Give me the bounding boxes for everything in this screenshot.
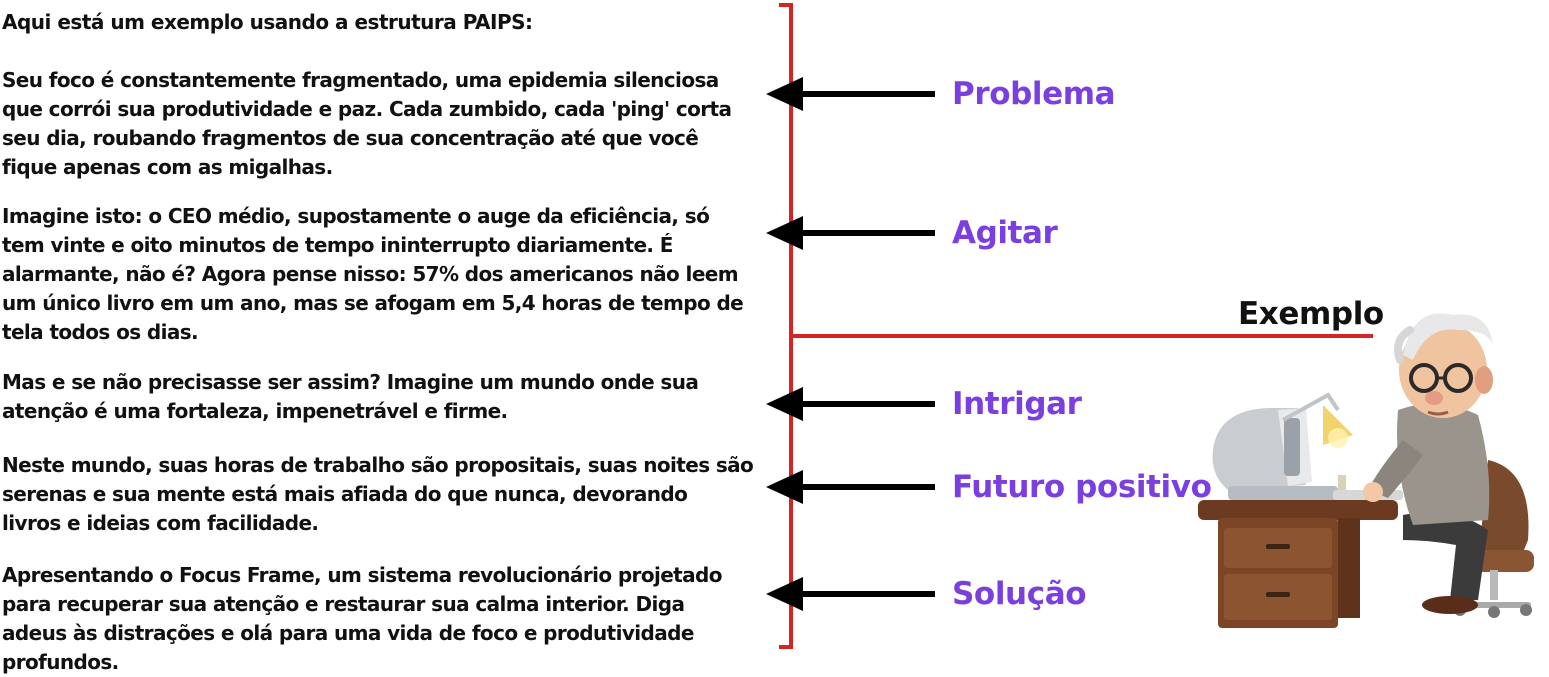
paragraph-intrigar: Mas e se não precisasse ser assim? Imagi… <box>2 368 699 426</box>
paragraph-line: serenas e sua mente está mais afiada do … <box>2 482 688 506</box>
intro-text: Aqui está um exemplo usando a estrutura … <box>2 10 533 34</box>
elderly-man-at-computer-illustration <box>1198 313 1534 628</box>
paragraph-line: Seu foco é constantemente fragmentado, u… <box>2 68 719 92</box>
computer-monitor <box>1212 408 1346 500</box>
paragraph-line: Neste mundo, suas horas de trabalho são … <box>2 453 754 477</box>
paragraph-line: tela todos os dias. <box>2 320 199 344</box>
left-arrow-icon <box>766 216 935 250</box>
stage-label-solucao: Solução <box>952 576 1087 612</box>
paragraph-solucao: Apresentando o Focus Frame, um sistema r… <box>2 561 723 677</box>
elderly-man <box>1363 313 1493 614</box>
paragraph-line: adeus às distrações e olá para uma vida … <box>2 621 694 645</box>
stage-label-agitar: Agitar <box>952 215 1058 251</box>
paragraph-problema: Seu foco é constantemente fragmentado, u… <box>2 66 732 182</box>
paragraph-line: seu dia, roubando fragmentos de sua conc… <box>2 126 699 150</box>
paragraph-line: um único livro em um ano, mas se afogam … <box>2 291 744 315</box>
bracket <box>779 3 793 649</box>
left-arrow-icon <box>766 387 935 421</box>
paragraph-line: alarmante, não é? Agora pense nisso: 57%… <box>2 262 739 286</box>
paragraph-line: Imagine isto: o CEO médio, supostamente … <box>2 204 710 228</box>
paragraph-line: profundos. <box>2 650 119 674</box>
left-arrow-icon <box>766 470 935 504</box>
left-arrow-icon <box>766 577 935 611</box>
stage-label-problema: Problema <box>952 76 1116 112</box>
left-arrow-icon <box>766 77 935 111</box>
stage-label-intrigar: Intrigar <box>952 386 1082 422</box>
paragraph-futuro-positivo: Neste mundo, suas horas de trabalho são … <box>2 451 754 538</box>
stage-label-futuro-positivo: Futuro positivo <box>952 469 1212 505</box>
paragraph-line: livros e ideias com facilidade. <box>2 511 319 535</box>
paragraph-line: tem vinte e oito minutos de tempo ininte… <box>2 233 673 257</box>
paragraph-line: atenção é uma fortaleza, impenetrável e … <box>2 399 508 423</box>
paragraph-line: que corrói sua produtividade e paz. Cada… <box>2 97 732 121</box>
paragraph-line: Apresentando o Focus Frame, um sistema r… <box>2 563 723 587</box>
desk-lamp <box>1282 392 1353 448</box>
example-label: Exemplo <box>1238 296 1384 332</box>
paragraph-line: fique apenas com as migalhas. <box>2 155 333 179</box>
paragraph-line: para recuperar sua atenção e restaurar s… <box>2 592 685 616</box>
paragraph-agitar: Imagine isto: o CEO médio, supostamente … <box>2 202 744 347</box>
desk <box>1198 500 1398 628</box>
paragraph-line: Mas e se não precisasse ser assim? Imagi… <box>2 370 699 394</box>
